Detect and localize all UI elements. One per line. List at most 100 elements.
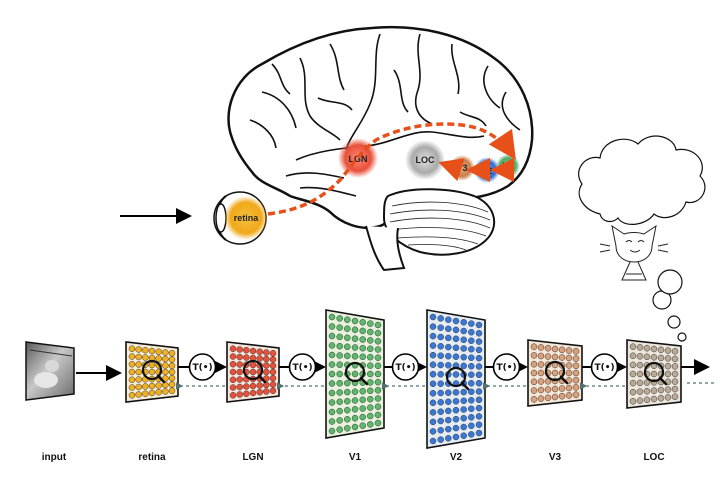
layer-unit-v1: [351, 370, 359, 378]
layer-unit-v1: [351, 353, 359, 360]
layer-unit-lgn: [229, 353, 237, 360]
layer-unit-loc: [657, 386, 665, 394]
layer-unit-loc: [636, 388, 644, 395]
layer-unit-retina: [135, 368, 142, 376]
magnifier-handle: [257, 374, 267, 384]
layer-unit-lgn: [243, 390, 250, 398]
magnifier-icon: [544, 360, 566, 382]
magnifier-handle: [460, 381, 470, 391]
transform-label: T(•): [594, 363, 614, 373]
layer-unit-v3: [572, 355, 580, 362]
layer-unit-v1: [328, 313, 336, 321]
v3-region: V3: [449, 155, 475, 181]
layer-unit-lgn: [243, 354, 250, 361]
input-image: [25, 341, 75, 401]
stage-label-retina: retina: [138, 452, 166, 463]
layer-unit-retina: [162, 388, 169, 395]
layer-unit-v3: [537, 378, 545, 385]
layer-unit-retina: [148, 361, 156, 369]
layer-unit-retina: [155, 348, 162, 356]
layer-unit-v3: [572, 391, 580, 398]
layer-unit-v2: [460, 397, 467, 405]
layer-unit-v2: [429, 437, 437, 445]
lgn-region: LGN: [338, 138, 378, 178]
layer-unit-retina: [162, 375, 169, 382]
layer-unit-v1: [351, 326, 359, 334]
layer-unit-v2: [437, 389, 444, 397]
layer-unit-loc: [671, 348, 679, 355]
layer-unit-v2: [475, 321, 483, 329]
layer-unit-loc: [671, 393, 679, 400]
layer-unit-v2: [452, 326, 460, 334]
layer-unit-v3: [558, 346, 566, 354]
layer-unit-lgn: [236, 376, 243, 383]
layer-unit-lgn: [229, 384, 237, 391]
layer-unit-v3: [537, 361, 545, 368]
layer-unit-v2: [437, 427, 444, 434]
layer-unit-lgn: [229, 345, 237, 352]
layer-unit-lgn: [269, 368, 277, 376]
layer-unit-v1: [336, 398, 343, 406]
loc-region: LOC: [405, 140, 445, 180]
layer-unit-v1: [344, 397, 351, 405]
layer-unit-v2: [437, 417, 444, 425]
transform-node: T(•): [188, 353, 217, 381]
layer-unit-loc: [650, 345, 658, 353]
layer-unit-loc: [664, 394, 672, 401]
layer-unit-v1: [336, 407, 343, 415]
layer-unit-lgn: [229, 368, 237, 376]
reverse-pathway: [438, 158, 514, 182]
layer-unit-v1: [351, 388, 359, 395]
layer-unit-v1: [351, 414, 359, 422]
layer-unit-loc: [664, 347, 672, 354]
layer-unit-v2: [445, 407, 452, 415]
layer-unit-retina: [162, 349, 169, 356]
layer-unit-v3: [565, 392, 573, 399]
layer-unit-v2: [452, 371, 460, 378]
layer-unit-loc: [629, 388, 637, 396]
layer-unit-v1: [374, 370, 382, 378]
layer-unit-retina: [148, 347, 156, 355]
layer-unit-v1: [336, 361, 343, 368]
layer-unit-v1: [374, 395, 382, 402]
layer-unit-v3: [530, 343, 538, 350]
layer-unit-v3: [530, 396, 538, 403]
magnifier-icon: [445, 366, 467, 388]
layer-unit-v3: [572, 348, 580, 355]
layer-unit-v1: [336, 324, 343, 331]
layer-unit-v1: [328, 370, 336, 378]
layer-unit-v1: [374, 346, 382, 353]
layer-unit-lgn: [236, 361, 243, 368]
layer-unit-v2: [475, 404, 483, 412]
layer-unit-lgn: [236, 383, 243, 391]
layer-unit-retina: [128, 376, 136, 384]
layer-unit-v2: [429, 428, 437, 435]
layer-unit-loc: [636, 361, 644, 369]
layer-unit-lgn: [256, 388, 263, 396]
layer-unit-v1: [359, 422, 366, 429]
layer-unit-v2: [475, 388, 483, 395]
layer-unit-v1: [374, 321, 382, 329]
layer-unit-v3: [537, 395, 545, 402]
layer-unit-v1: [359, 405, 366, 412]
stage-label-input: input: [41, 452, 67, 463]
layer-unit-retina: [168, 387, 176, 394]
layer-unit-v1: [351, 423, 359, 431]
layer-unit-v2: [429, 332, 437, 340]
layer-unit-v2: [460, 353, 467, 361]
layer-panel-v1: [325, 309, 385, 439]
layer-unit-v2: [437, 371, 444, 378]
layer-unit-v2: [468, 345, 475, 353]
magnifier-handle: [156, 374, 166, 384]
v3-label: V3: [456, 163, 467, 173]
layer-unit-loc: [650, 370, 658, 378]
layer-unit-v2: [468, 405, 475, 413]
layer-unit-retina: [135, 353, 142, 361]
layer-unit-v3: [572, 362, 580, 370]
visual-pathway: [267, 122, 516, 216]
layer-unit-loc: [657, 394, 665, 402]
layer-unit-v3: [565, 362, 573, 369]
layer-unit-retina: [142, 390, 149, 398]
layer-unit-v1: [328, 332, 336, 340]
layer-unit-v2: [445, 352, 452, 360]
